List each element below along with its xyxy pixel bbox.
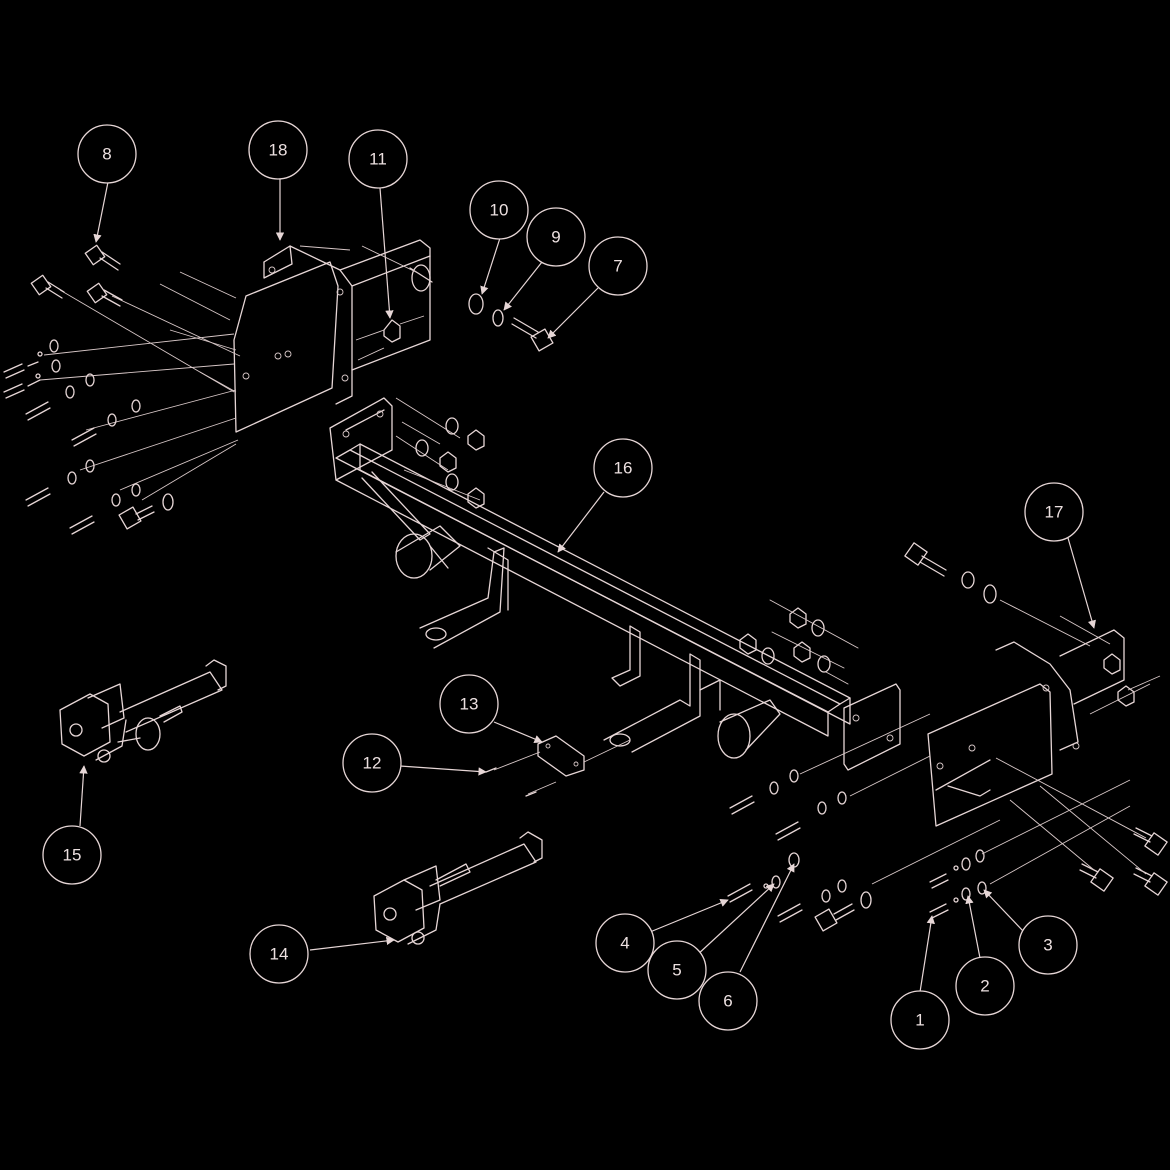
callout-3: 3 bbox=[1018, 915, 1078, 975]
callout-10: 10 bbox=[469, 180, 529, 240]
left-fastener-cluster bbox=[3, 244, 421, 535]
callout-5: 5 bbox=[647, 940, 707, 1000]
right-bracket bbox=[927, 615, 1161, 827]
callout-3-label: 3 bbox=[1043, 936, 1052, 955]
callout-17-label: 17 bbox=[1045, 503, 1064, 522]
pin-and-plate bbox=[485, 735, 631, 797]
callout-18-label: 18 bbox=[269, 141, 288, 160]
callout-15: 15 bbox=[42, 825, 102, 885]
callout-13: 13 bbox=[439, 674, 499, 734]
hitch-pin-left bbox=[59, 659, 227, 763]
callout-7-label: 7 bbox=[613, 257, 622, 276]
callout-13-label: 13 bbox=[460, 695, 479, 714]
callout-15-label: 15 bbox=[63, 846, 82, 865]
callout-18: 18 bbox=[248, 120, 308, 180]
callout-9-label: 9 bbox=[551, 228, 560, 247]
callout-14-label: 14 bbox=[270, 945, 289, 964]
callout-1: 1 bbox=[890, 990, 950, 1050]
callout-6-label: 6 bbox=[723, 992, 732, 1011]
right-fastener-cluster bbox=[727, 542, 1168, 932]
callout-12: 12 bbox=[342, 733, 402, 793]
callout-2: 2 bbox=[955, 956, 1015, 1016]
callout-16-label: 16 bbox=[614, 459, 633, 478]
callout-4-label: 4 bbox=[620, 934, 629, 953]
left-bracket bbox=[233, 239, 433, 433]
leader-lines bbox=[79, 178, 1096, 993]
callout-17: 17 bbox=[1024, 482, 1084, 542]
crossbar-fasteners bbox=[415, 417, 859, 685]
callout-6: 6 bbox=[698, 971, 758, 1031]
hitch-pin-lower bbox=[373, 831, 543, 945]
callout-10-label: 10 bbox=[490, 201, 509, 220]
callout-8: 8 bbox=[77, 124, 137, 184]
callout-16: 16 bbox=[593, 438, 653, 498]
callout-4: 4 bbox=[595, 913, 655, 973]
callout-7: 7 bbox=[588, 236, 648, 296]
callout-9: 9 bbox=[526, 207, 586, 267]
callout-8-label: 8 bbox=[102, 145, 111, 164]
callout-12-label: 12 bbox=[363, 754, 382, 773]
main-crossbar bbox=[329, 397, 901, 771]
callout-5-label: 5 bbox=[672, 961, 681, 980]
callout-2-label: 2 bbox=[980, 977, 989, 996]
callout-11-label: 11 bbox=[369, 150, 387, 169]
callout-11: 11 bbox=[348, 129, 408, 189]
callout-1-label: 1 bbox=[915, 1011, 924, 1030]
upper-bolt-set bbox=[355, 293, 554, 361]
callout-14: 14 bbox=[249, 924, 309, 984]
